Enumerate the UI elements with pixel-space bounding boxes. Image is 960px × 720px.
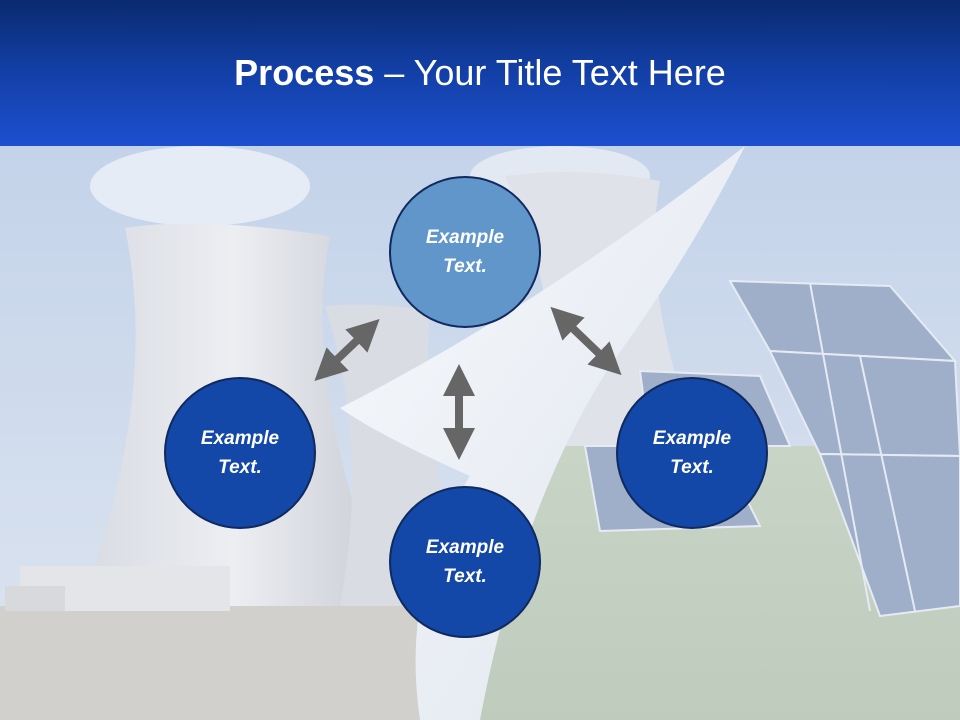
- double-arrow-icon: [314, 318, 380, 382]
- ground: [0, 606, 480, 720]
- node-right-label: Example Text.: [652, 428, 732, 478]
- node-bottom[interactable]: Example Text.: [389, 486, 541, 638]
- node-right[interactable]: Example Text.: [616, 377, 768, 529]
- title-rest: – Your Title Text Here: [374, 52, 726, 93]
- node-bottom-label: Example Text.: [425, 537, 505, 587]
- building: [5, 586, 65, 611]
- slide-title: Process – Your Title Text Here: [0, 52, 960, 94]
- title-bar: Process – Your Title Text Here: [0, 0, 960, 146]
- title-bold: Process: [234, 52, 375, 93]
- double-arrow-icon: [550, 306, 622, 376]
- cloud: [90, 146, 310, 226]
- node-top[interactable]: Example Text.: [389, 176, 541, 328]
- node-top-label: Example Text.: [425, 227, 505, 277]
- node-left-label: Example Text.: [200, 428, 280, 478]
- node-left[interactable]: Example Text.: [164, 377, 316, 529]
